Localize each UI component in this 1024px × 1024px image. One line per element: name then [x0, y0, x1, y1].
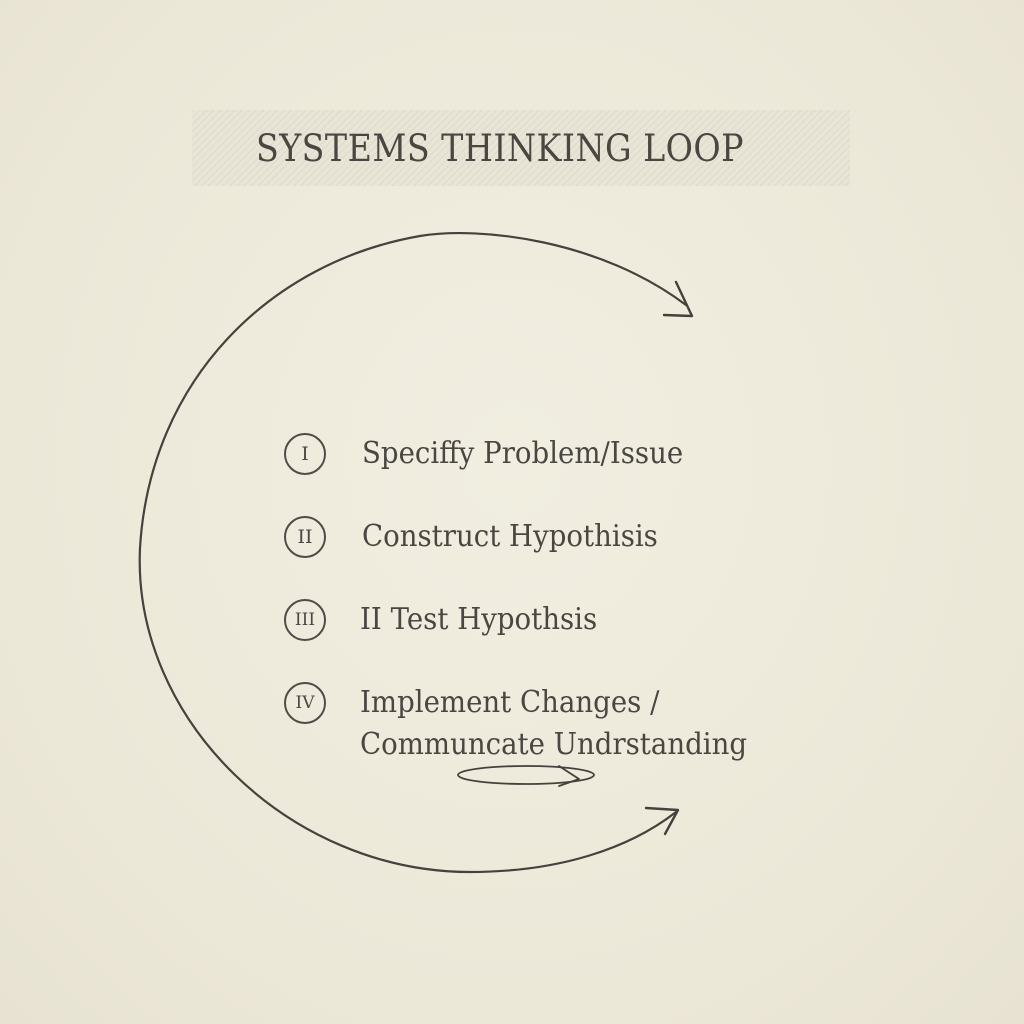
step-3-numeral-badge: III [284, 599, 326, 641]
step-1-label-line-1: Speciffy Problem/Issue [362, 436, 684, 471]
bottom-arrowhead [644, 806, 680, 836]
step-2-label: Construct Hypothisis [362, 516, 658, 558]
step-4-numeral-badge: IV [284, 682, 326, 724]
diagram-title: SYSTEMS THINKING LOOP [255, 127, 745, 170]
loop-arc [138, 232, 688, 874]
step-2-label-line-1: Construct Hypothisis [362, 519, 658, 554]
step-3-label-line-1: II Test Hypothsis [360, 602, 598, 637]
step-2-numeral-badge: II [284, 516, 326, 558]
top-arrowhead [662, 280, 694, 318]
step-4-label-line-2: Communcate Undrstanding [360, 727, 748, 762]
step-4-label-line-1: Implement Changes / [360, 685, 660, 720]
small-loop-arrowhead [558, 765, 580, 787]
step-4-label: Implement Changes / Communcate Undrstand… [360, 682, 747, 766]
step-3-label: II Test Hypothsis [360, 599, 597, 641]
step-1-numeral-badge: I [284, 433, 326, 475]
step-1-label: Speciffy Problem/Issue [362, 433, 683, 475]
title-band [192, 110, 850, 186]
small-loop-arrow-icon [457, 765, 595, 785]
